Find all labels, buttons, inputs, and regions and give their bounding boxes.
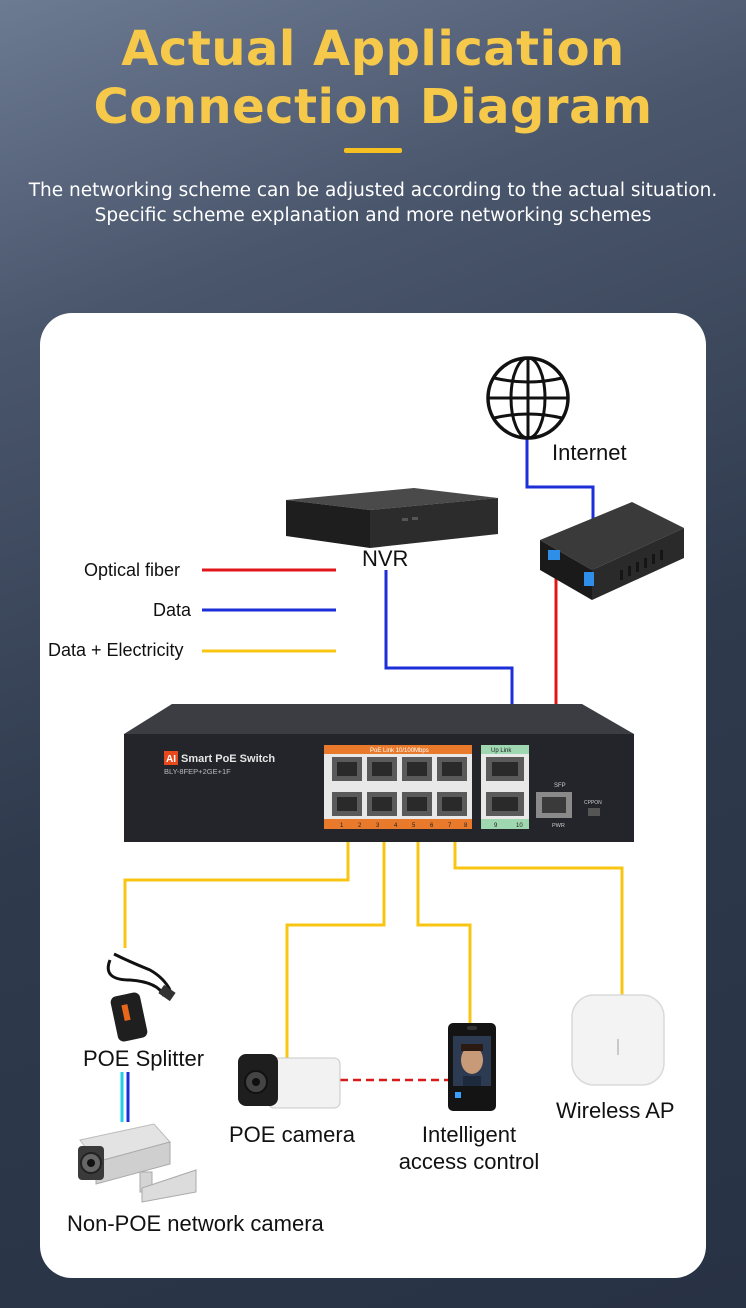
port-number: 2 bbox=[358, 823, 362, 829]
switch-pwr-label: PWR bbox=[552, 823, 565, 829]
uplink-number: 10 bbox=[516, 823, 523, 829]
switch-name: Smart PoE Switch bbox=[181, 753, 275, 765]
port-number: 4 bbox=[394, 823, 398, 829]
media-converter-icon bbox=[540, 502, 684, 600]
poe-splitter-label: POE Splitter bbox=[83, 1046, 205, 1071]
legend-poe-label: Data + Electricity bbox=[48, 640, 184, 660]
port-number: 7 bbox=[448, 823, 452, 829]
subtitle-line-1: The networking scheme can be adjusted ac… bbox=[28, 180, 718, 201]
poe-splitter-icon bbox=[106, 952, 176, 1042]
globe-icon bbox=[486, 356, 570, 440]
poe-camera-label: POE camera bbox=[229, 1122, 355, 1147]
port-number: 6 bbox=[430, 823, 434, 829]
access-control-device-icon bbox=[448, 1023, 496, 1111]
switch-badge: AI bbox=[166, 754, 176, 765]
switch-uplink-header: Up Link bbox=[491, 748, 512, 754]
uplink-number: 9 bbox=[494, 823, 498, 829]
non-poe-camera-label: Non-POE network camera bbox=[67, 1211, 324, 1236]
nvr-device-icon bbox=[286, 488, 498, 548]
port-number: 5 bbox=[412, 823, 416, 829]
title-line-2: Connection Diagram bbox=[93, 79, 653, 135]
wire-port5-access bbox=[416, 818, 472, 1024]
subtitle-line-2: Specific scheme explanation and more net… bbox=[94, 205, 652, 226]
wireless-ap-icon bbox=[571, 994, 665, 1086]
non-poe-camera-icon bbox=[78, 1123, 197, 1203]
switch-mode-label: CPPON bbox=[584, 800, 602, 806]
wire-port7-ap bbox=[453, 818, 624, 996]
wireless-ap-label: Wireless AP bbox=[556, 1098, 675, 1123]
legend-fiber-label: Optical fiber bbox=[84, 560, 181, 580]
internet-label: Internet bbox=[552, 440, 627, 465]
wire-port1-splitter bbox=[123, 818, 350, 948]
nvr-label: NVR bbox=[362, 546, 409, 571]
switch-model: BLY-8FEP+2GE+1F bbox=[164, 767, 231, 776]
access-control-label-line-1: Intelligent bbox=[421, 1122, 517, 1147]
switch-sfp-label: SFP bbox=[554, 783, 566, 789]
port-number: 8 bbox=[464, 823, 468, 829]
access-control-label-line-2: access control bbox=[398, 1149, 540, 1174]
port-number: 3 bbox=[376, 823, 380, 829]
poe-switch-device: AI Smart PoE Switch BLY-8FEP+2GE+1F PoE … bbox=[124, 704, 634, 842]
title-line-1: Actual Application bbox=[121, 21, 625, 77]
poe-camera-icon bbox=[238, 1054, 341, 1109]
legend-data-label: Data bbox=[153, 600, 192, 620]
switch-poe-header: PoE Link 10/100Mbps bbox=[370, 748, 429, 754]
title-accent-bar bbox=[344, 148, 402, 153]
port-number: 1 bbox=[340, 823, 344, 829]
wire-port3-camera bbox=[285, 818, 386, 1058]
